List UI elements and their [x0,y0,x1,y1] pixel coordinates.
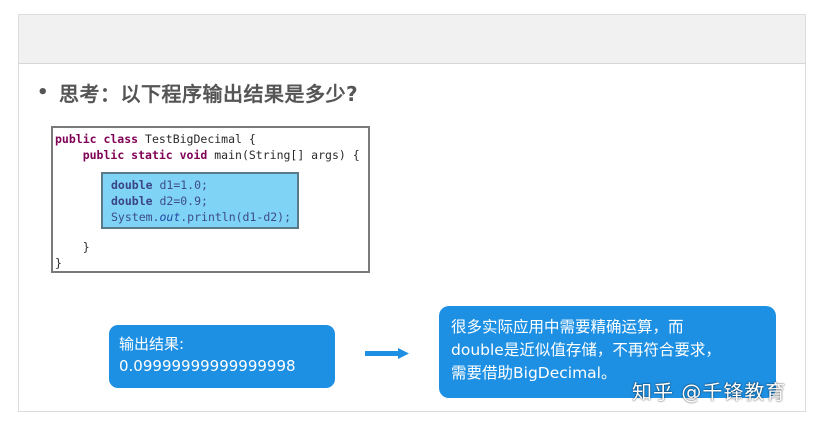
watermark: 知乎 @千锋教育 [632,380,787,404]
explanation-note-box: 很多实际应用中需要精确运算，而 double是近似值存储，不再符合要求， 需要借… [439,306,776,398]
static-field: out [159,210,181,224]
code-text: TestBigDecimal { [138,132,256,146]
indent [55,148,83,162]
code-line-d1: double d1=1.0; [111,177,208,193]
code-text: d1=1.0; [152,178,208,192]
code-text: System. [111,210,160,224]
code-block: public class TestBigDecimal { public sta… [51,126,370,273]
keyword: double [111,194,153,208]
slide-heading: • 思考：以下程序输出结果是多少? [37,75,358,109]
note-line-1: 很多实际应用中需要精确运算，而 [451,318,684,336]
keyword: public class [55,132,139,146]
right-arrow-icon [365,348,409,359]
keyword: public static void [82,148,208,162]
result-label: 输出结果: [119,335,185,353]
output-result-box: 输出结果: 0.09999999999999998 [109,325,335,388]
code-line-close-outer: } [55,256,62,270]
bullet-icon: • [37,81,50,103]
code-line-d2: double d2=0.9; [111,193,208,209]
code-text: d2=0.9; [152,194,208,208]
note-line-2: double是近似值存储，不再符合要求， [451,341,721,359]
result-value: 0.09999999999999998 [119,357,296,375]
code-line-main: public static void main(String[] args) { [55,147,360,163]
slide-header-band [19,15,805,64]
heading-text: 思考：以下程序输出结果是多少? [59,81,359,106]
code-highlight-block: double d1=1.0; double d2=0.9; System.out… [101,172,299,229]
code-line-println: System.out.println(d1-d2); [111,209,291,225]
note-line-3: 需要借助BigDecimal。 [451,364,617,382]
code-line-class: public class TestBigDecimal { [55,131,256,147]
code-line-close-inner: } [55,240,90,254]
code-text: .println(d1-d2); [180,210,292,224]
keyword: double [111,178,153,192]
code-text: main(String[] args) { [207,148,360,162]
